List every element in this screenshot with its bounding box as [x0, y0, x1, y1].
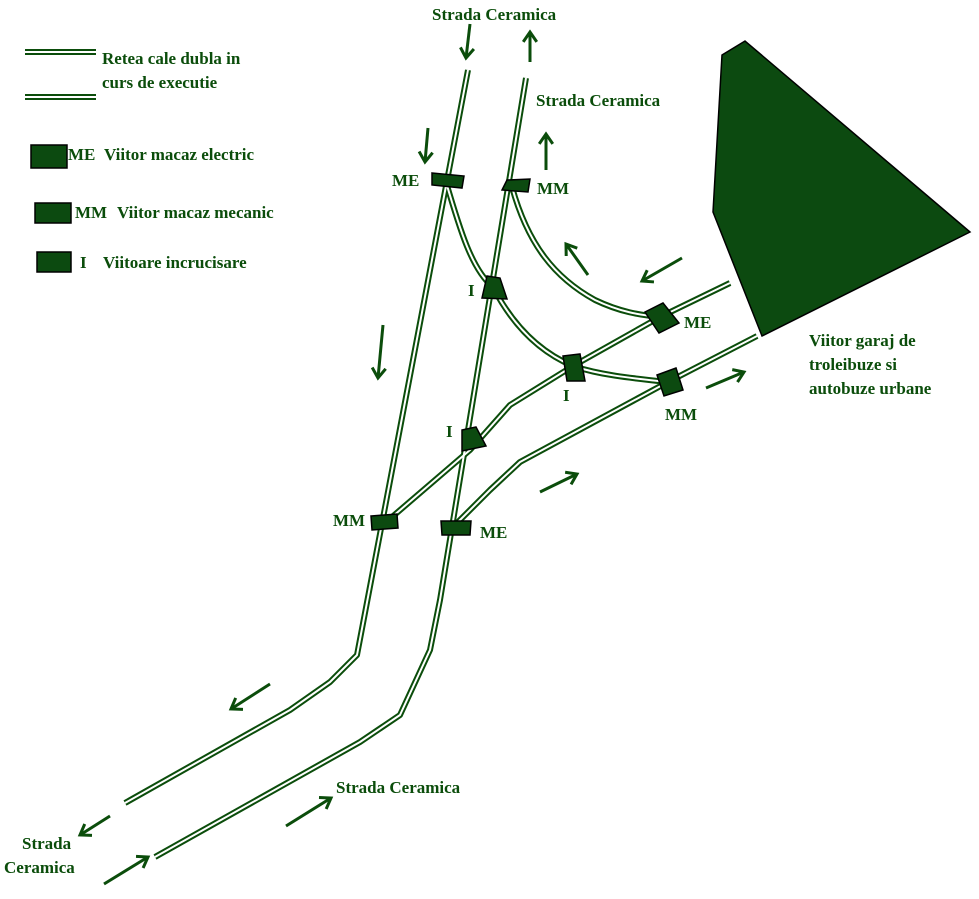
direction-arrow — [521, 29, 539, 62]
legend-i-label: Viitoare incrucisare — [103, 253, 247, 272]
direction-arrow — [459, 23, 476, 61]
legend-me-label: Viitor macaz electric — [104, 145, 255, 164]
i-lower-label: I — [446, 422, 453, 441]
direction-arrow — [539, 470, 580, 494]
legend-track-label-1: Retea cale dubla in — [102, 49, 241, 68]
me-right-node — [643, 302, 681, 334]
legend-me-code: ME — [68, 145, 95, 164]
mm-right-node — [656, 367, 684, 397]
track-main-left-gap — [124, 69, 469, 804]
track-upper-branch-to-me-gap — [511, 186, 661, 318]
direction-arrow — [537, 131, 555, 170]
street-label-top-right: Strada Ceramica — [536, 91, 661, 110]
direction-arrow — [639, 256, 683, 284]
i-middle-node — [562, 353, 586, 382]
street-label-bottom-mid: Strada Ceramica — [336, 778, 461, 797]
track-upper-branch-to-crossing-gap — [445, 181, 574, 367]
legend-track-label-2: curs de executie — [102, 73, 218, 92]
track-garage-upper — [383, 280, 732, 526]
mm-bottom-label: MM — [333, 511, 365, 530]
direction-arrow — [228, 682, 271, 711]
track-garage-upper-gap — [384, 282, 731, 524]
street-label-bottom-left-1: Strada — [22, 834, 72, 853]
i-middle-label: I — [563, 386, 570, 405]
legend-mm-symbol — [34, 202, 72, 224]
legend-track-symbol — [25, 49, 96, 100]
track-upper-branch-to-crossing — [443, 181, 575, 369]
mm-right-label: MM — [665, 405, 697, 424]
garage-area — [712, 40, 972, 338]
track-garage-lower-gap — [451, 335, 758, 529]
direction-arrow — [417, 127, 434, 165]
direction-arrow — [705, 368, 747, 390]
legend-i-symbol — [36, 251, 72, 273]
direction-arrow — [285, 795, 334, 828]
track-network — [123, 69, 759, 860]
direction-arrow — [103, 854, 151, 886]
track-main-right — [153, 77, 529, 860]
me-top-node — [431, 172, 465, 189]
track-garage-lower — [449, 333, 759, 531]
track-upper-branch-to-me — [509, 186, 661, 320]
legend-me-symbol — [30, 144, 68, 169]
me-bottom-node — [440, 520, 472, 536]
garage-label-line3: autobuze urbane — [809, 379, 932, 398]
me-top-label: ME — [392, 171, 419, 190]
i-upper-label: I — [468, 281, 475, 300]
legend-mm-label: Viitor macaz mecanic — [117, 203, 274, 222]
direction-arrow — [370, 324, 387, 381]
direction-arrow — [564, 241, 590, 276]
mm-bottom-node — [370, 513, 399, 531]
i-upper-node — [481, 275, 509, 300]
legend-i-code: I — [80, 253, 87, 272]
mm-top-label: MM — [537, 179, 569, 198]
garage-label-line2: troleibuze si — [809, 355, 897, 374]
street-label-bottom-left-2: Ceramica — [4, 858, 75, 877]
direction-arrows — [77, 23, 747, 886]
me-bottom-label: ME — [480, 523, 507, 542]
i-lower-node — [461, 426, 488, 452]
me-right-label: ME — [684, 313, 711, 332]
mm-top-node — [500, 178, 531, 193]
track-main-right-gap — [154, 77, 527, 858]
garage-label-line1: Viitor garaj de — [809, 331, 916, 350]
legend-mm-code: MM — [75, 203, 107, 222]
legend: Retea cale dubla in curs de executie ME … — [25, 49, 274, 273]
street-label-top-left: Strada Ceramica — [432, 5, 557, 24]
direction-arrow — [77, 814, 111, 837]
